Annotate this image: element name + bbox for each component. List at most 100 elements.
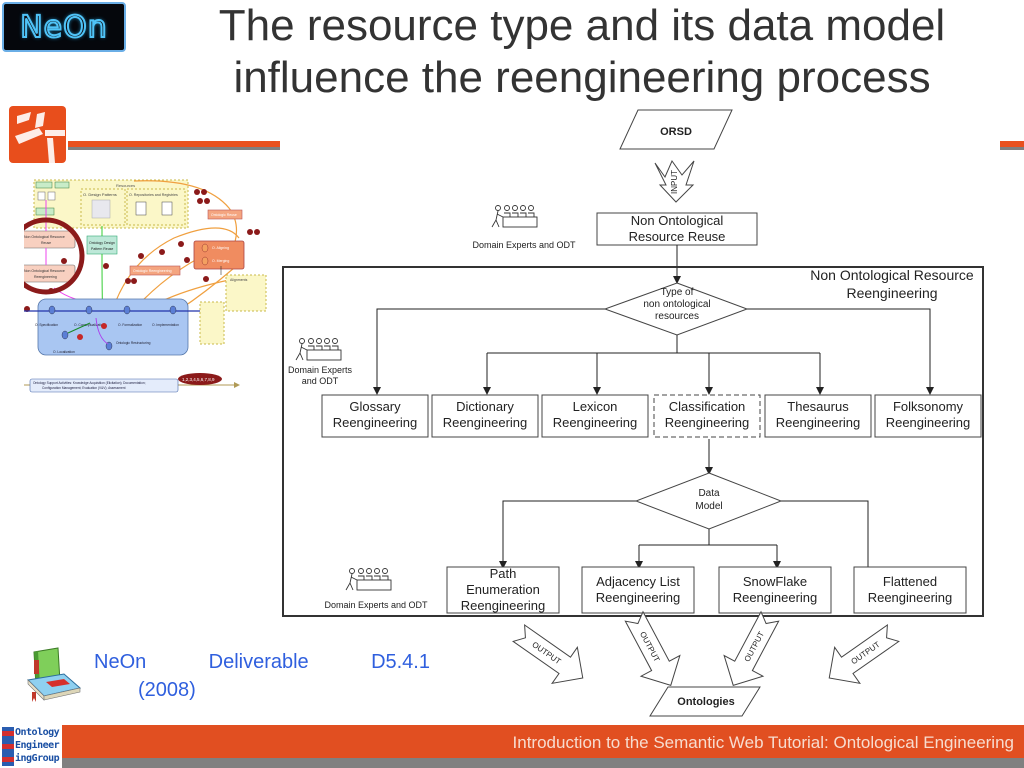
svg-text:1,2,3,4,5,6,7,8,9: 1,2,3,4,5,6,7,8,9: [182, 377, 215, 382]
container-title-1: Non Ontological Resource: [810, 267, 974, 283]
svg-text:Reengineering: Reengineering: [886, 415, 971, 430]
svg-text:Adjacency List: Adjacency List: [596, 574, 680, 589]
svg-text:Reengineering: Reengineering: [34, 275, 57, 279]
svg-text:Reengineering: Reengineering: [333, 415, 418, 430]
svg-text:O. Specification: O. Specification: [35, 323, 58, 327]
repositories-label: O. Repositories and Registries: [129, 193, 178, 197]
ref-word-deliverable: Deliverable: [208, 651, 309, 673]
svg-text:ORSD: ORSD: [660, 126, 692, 138]
domain-experts-actor-mid: Domain Experts and ODT: [288, 338, 353, 386]
ref-word-id: D5.4.1: [371, 651, 430, 673]
svg-text:Glossary: Glossary: [349, 399, 401, 414]
svg-text:Reengineering: Reengineering: [665, 415, 750, 430]
output-arrow-4: OUTPUT: [828, 624, 901, 685]
glossaries-box: [35, 181, 53, 189]
nor-reuse-box: [20, 230, 76, 249]
svg-text:Resource Reuse: Resource Reuse: [629, 229, 726, 244]
db-icon-1: [37, 191, 46, 201]
ontologies-document: Ontologies: [649, 686, 761, 717]
title-rule-orange: [68, 141, 280, 147]
svg-text:O. Conceptualization: O. Conceptualization: [74, 323, 105, 327]
svg-text:Reengineering: Reengineering: [733, 590, 818, 605]
svg-text:SnowFlake: SnowFlake: [743, 574, 807, 589]
svg-text:Domain Experts: Domain Experts: [288, 365, 353, 375]
svg-text:Non Ontological Resource: Non Ontological Resource: [24, 269, 65, 273]
scenarios-badge: [178, 373, 222, 385]
svg-text:non ontological: non ontological: [643, 299, 710, 310]
footer-bar: [62, 725, 1024, 758]
domain-experts-actor-top: Domain Experts and ODT: [472, 205, 576, 250]
alignments-area: [225, 274, 267, 312]
output-arrow-2: OUTPUT: [624, 610, 681, 686]
title-rule-grey-right: [1000, 147, 1024, 150]
reengineering-container: [282, 266, 984, 617]
ref-year: (2008): [138, 679, 196, 701]
footer-text: Introduction to the Semantic Web Tutoria…: [512, 733, 1014, 752]
svg-text:O. Merging: O. Merging: [212, 259, 229, 263]
neon-logo: NeOn: [2, 2, 126, 52]
svg-text:Reengineering: Reengineering: [776, 415, 861, 430]
nor-reengineering-box: [20, 264, 76, 283]
svg-text:INPUT: INPUT: [670, 170, 679, 194]
title-line-1: The resource type and its data model: [218, 1, 946, 50]
ontologic-reuse-box: [207, 209, 243, 220]
svg-text:Ontology Design: Ontology Design: [89, 241, 115, 245]
resources-label: Resources: [116, 183, 135, 188]
footer-grey-strip: [62, 758, 1024, 768]
svg-text:Reengineering: Reengineering: [596, 590, 681, 605]
svg-text:Ontologies: Ontologies: [677, 696, 734, 708]
svg-text:Folksonomy: Folksonomy: [893, 399, 964, 414]
svg-text:Reengineering: Reengineering: [868, 590, 953, 605]
svg-text:Enumeration: Enumeration: [466, 582, 540, 597]
svg-text:Reuse: Reuse: [41, 241, 51, 245]
container-title-2: Reengineering: [846, 285, 937, 301]
svg-text:Reengineering: Reengineering: [443, 415, 528, 430]
oeg-emblem-logo: [9, 106, 66, 163]
svg-text:Non Ontological: Non Ontological: [631, 213, 724, 228]
svg-text:Classification: Classification: [669, 399, 746, 414]
svg-text:Ontologic Reengineering: Ontologic Reengineering: [133, 269, 172, 273]
svg-text:Type of: Type of: [661, 287, 694, 298]
output-arrow-1: OUTPUT: [511, 624, 584, 685]
svg-text:Non Ontological Resource: Non Ontological Resource: [24, 235, 65, 239]
ontology-development-area: [37, 298, 189, 356]
orsd-document: ORSD: [619, 109, 733, 150]
db-icon-2: [47, 191, 56, 201]
svg-text:Data: Data: [698, 488, 720, 499]
design-patterns-area: [80, 188, 126, 226]
svg-text:Configuration Management; Eval: Configuration Management; Evaluation (V&…: [42, 386, 126, 390]
svg-text:Domain Experts and ODT: Domain Experts and ODT: [472, 240, 576, 250]
repositories-area: [126, 188, 186, 226]
reference-citation: NeOn Deliverable D5.4.1 (2008): [94, 648, 434, 704]
slide-title: The resource type and its data model inf…: [140, 0, 1024, 104]
svg-text:O. Aligning: O. Aligning: [212, 246, 229, 250]
thesauri-box: [35, 207, 55, 216]
svg-text:Ontology Support Activities: K: Ontology Support Activities: Knowledge A…: [33, 381, 146, 385]
book-icon: [24, 646, 84, 702]
svg-text:Ontologic Restructuring: Ontologic Restructuring: [116, 341, 151, 345]
design-patterns-label: O. Design Patterns: [83, 192, 117, 197]
input-arrow: INPUT: [654, 159, 695, 203]
svg-text:Thesaurus: Thesaurus: [787, 399, 849, 414]
oeg-footer-logo: Ontology Engineer ingGroup: [0, 725, 62, 768]
svg-text:O. Localization: O. Localization: [53, 350, 75, 354]
decision-resource-type: Type of non ontological resources: [603, 282, 749, 336]
ref-word-neon: NeOn: [94, 651, 147, 673]
svg-text:Reengineering: Reengineering: [553, 415, 638, 430]
reengineering-flowchart: ORSD INPUT Domain Experts and ODT Non On…: [280, 105, 1024, 725]
title-line-2: influence the reengineering process: [233, 53, 931, 102]
ontologic-reengineering-box: [129, 265, 181, 276]
odp-reuse-box: [86, 235, 118, 255]
title-rule-orange-right: [1000, 141, 1024, 147]
svg-text:Model: Model: [695, 501, 722, 512]
svg-text:Lexicon: Lexicon: [573, 399, 618, 414]
